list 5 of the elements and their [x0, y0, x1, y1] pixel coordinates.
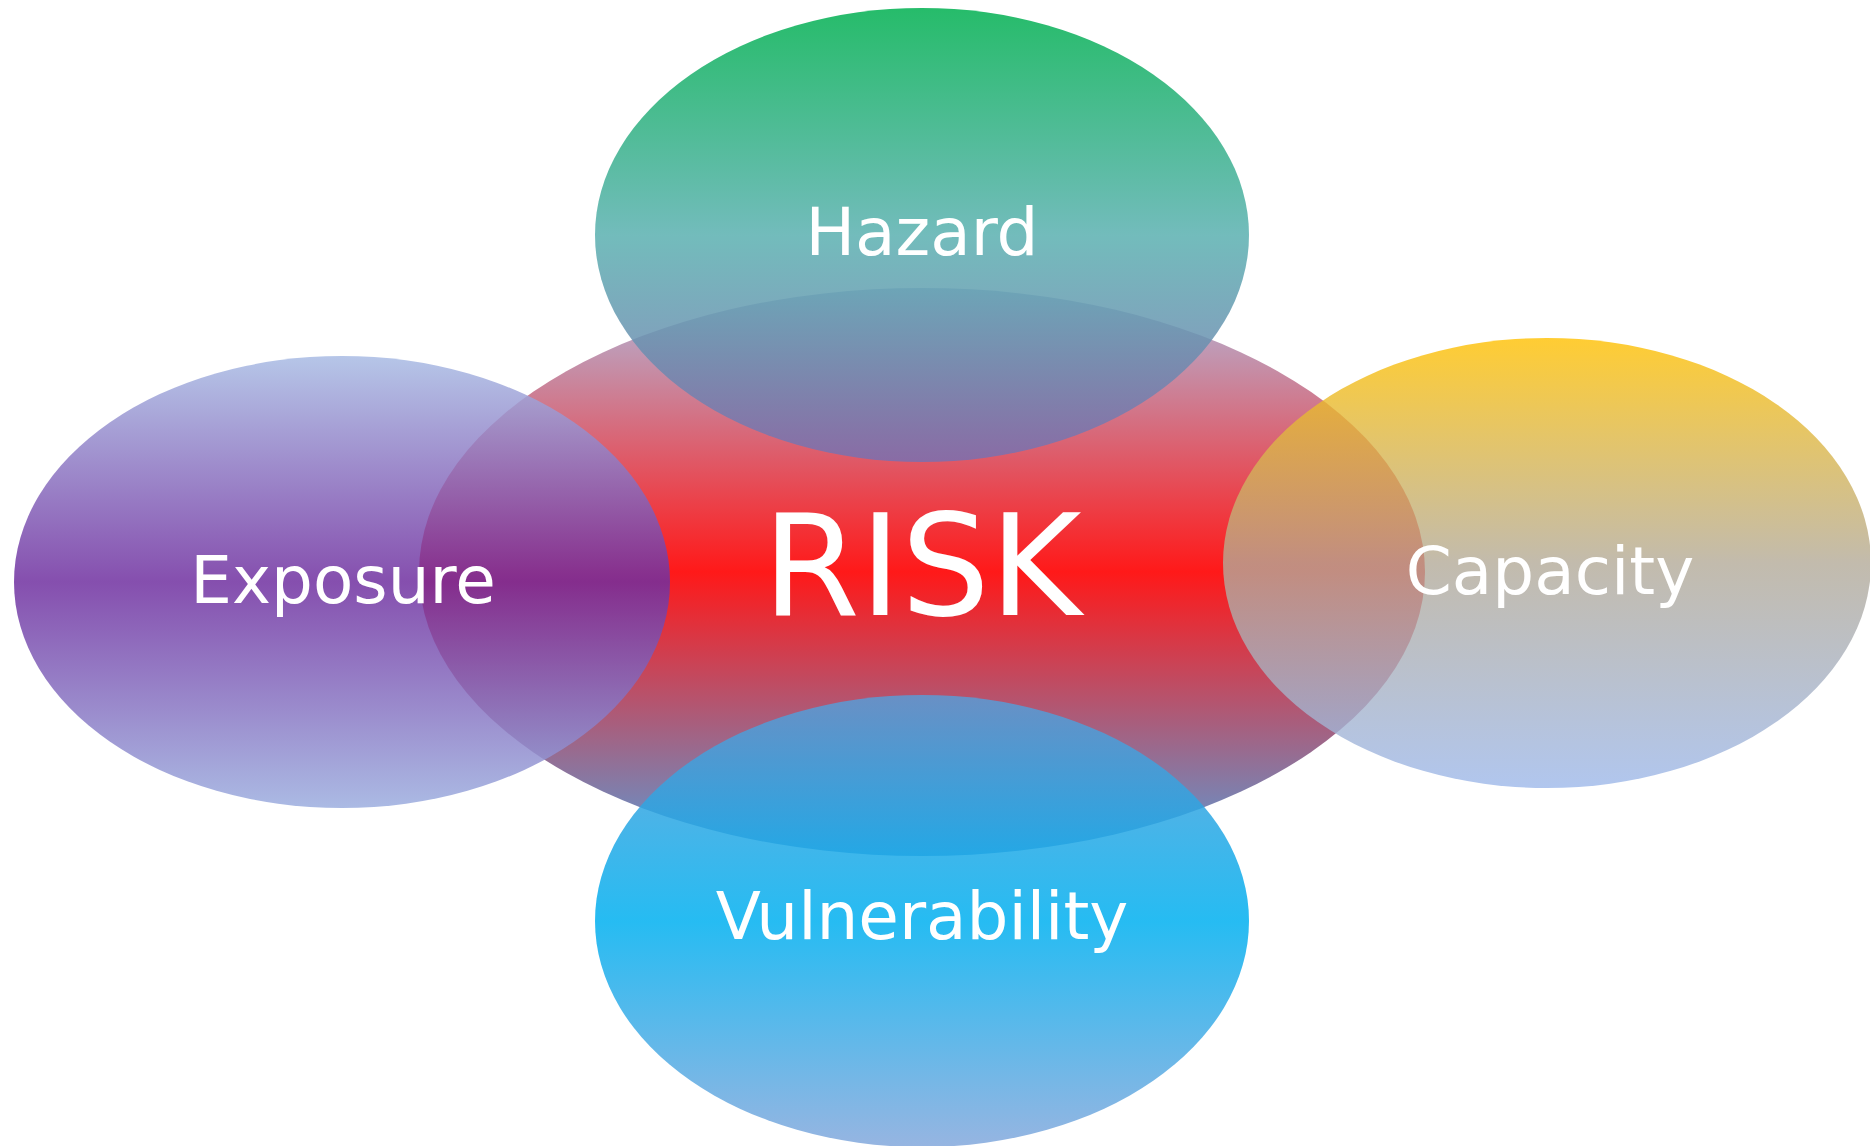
node-label: Vulnerability: [715, 877, 1129, 955]
node-label: Capacity: [1405, 532, 1695, 610]
node-label: Exposure: [190, 541, 496, 619]
node-label: Hazard: [805, 193, 1039, 271]
node-label: RISK: [762, 484, 1082, 648]
